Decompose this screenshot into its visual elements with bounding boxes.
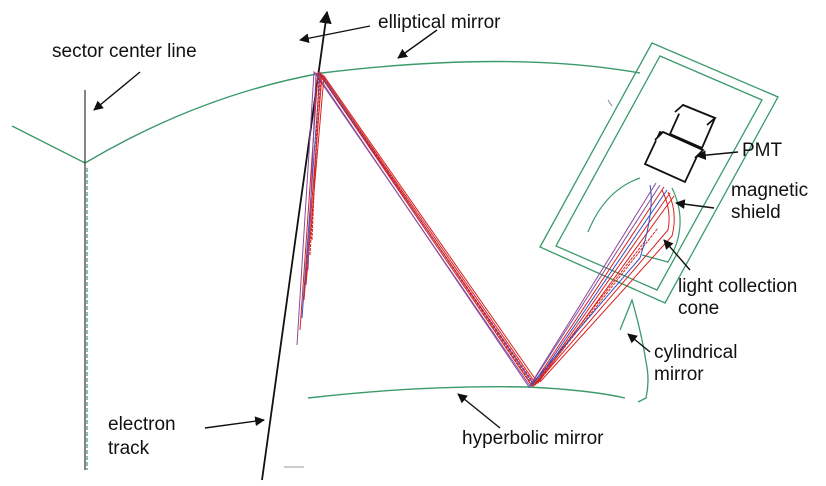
cylindrical-mirror-outline [619, 297, 649, 403]
light-rays [296, 70, 675, 388]
electron-track-arrow [261, 10, 332, 481]
label-magnetic-shield-line1: magnetic [731, 180, 809, 201]
elliptical-mirror-outline [11, 60, 641, 164]
label-electron-track-line1: electron [108, 414, 176, 435]
pmt-device [643, 103, 717, 184]
label-light-collection-cone-line1: light collection [678, 276, 798, 297]
hyperbolic-mirror-outline [307, 386, 626, 399]
label-pmt: PMT [742, 140, 783, 161]
label-pointers [93, 25, 739, 429]
label-cylindrical-mirror-line1: cylindrical [654, 342, 738, 363]
label-elliptical-mirror: elliptical mirror [378, 12, 501, 33]
label-hyperbolic-mirror: hyperbolic mirror [462, 428, 604, 449]
stray-mark-2 [607, 99, 613, 107]
label-electron-track-line2: track [108, 438, 150, 459]
light-collection-cone-outline [587, 177, 681, 263]
magnetic-shield [539, 42, 779, 304]
label-cylindrical-mirror-line2: mirror [654, 364, 704, 385]
label-sector-center-line: sector center line [52, 41, 197, 62]
label-light-collection-cone-line2: cone [678, 298, 720, 319]
label-magnetic-shield-line2: shield [731, 202, 781, 223]
